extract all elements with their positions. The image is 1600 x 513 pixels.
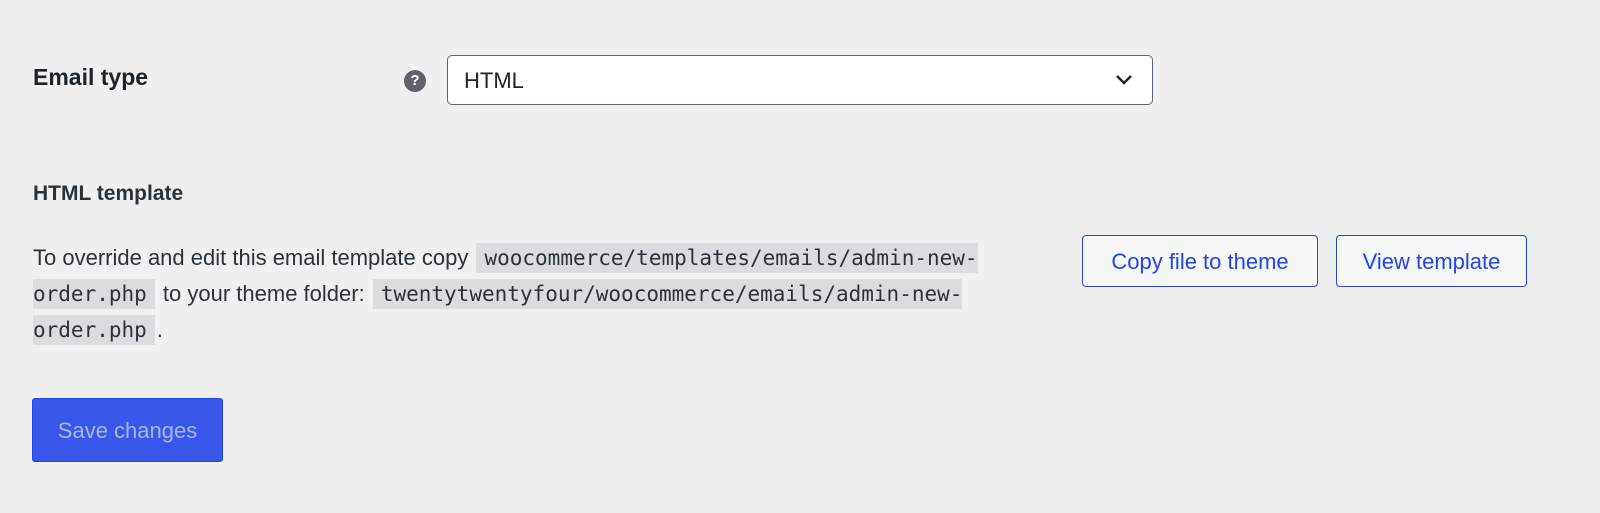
- email-type-selected-value: HTML: [464, 68, 524, 93]
- copy-file-to-theme-button[interactable]: Copy file to theme: [1082, 235, 1318, 287]
- template-description: To override and edit this email template…: [33, 240, 1063, 348]
- view-template-button[interactable]: View template: [1336, 235, 1527, 287]
- email-type-select[interactable]: HTML: [447, 55, 1153, 105]
- chevron-down-icon: [1116, 75, 1132, 85]
- help-icon[interactable]: ?: [404, 70, 426, 92]
- description-text: to your theme folder:: [162, 281, 365, 306]
- description-text: .: [156, 317, 163, 342]
- save-changes-button[interactable]: Save changes: [32, 398, 223, 462]
- description-text: To override and edit this email template…: [33, 245, 469, 270]
- html-template-heading: HTML template: [33, 182, 184, 205]
- email-type-label: Email type: [33, 64, 149, 90]
